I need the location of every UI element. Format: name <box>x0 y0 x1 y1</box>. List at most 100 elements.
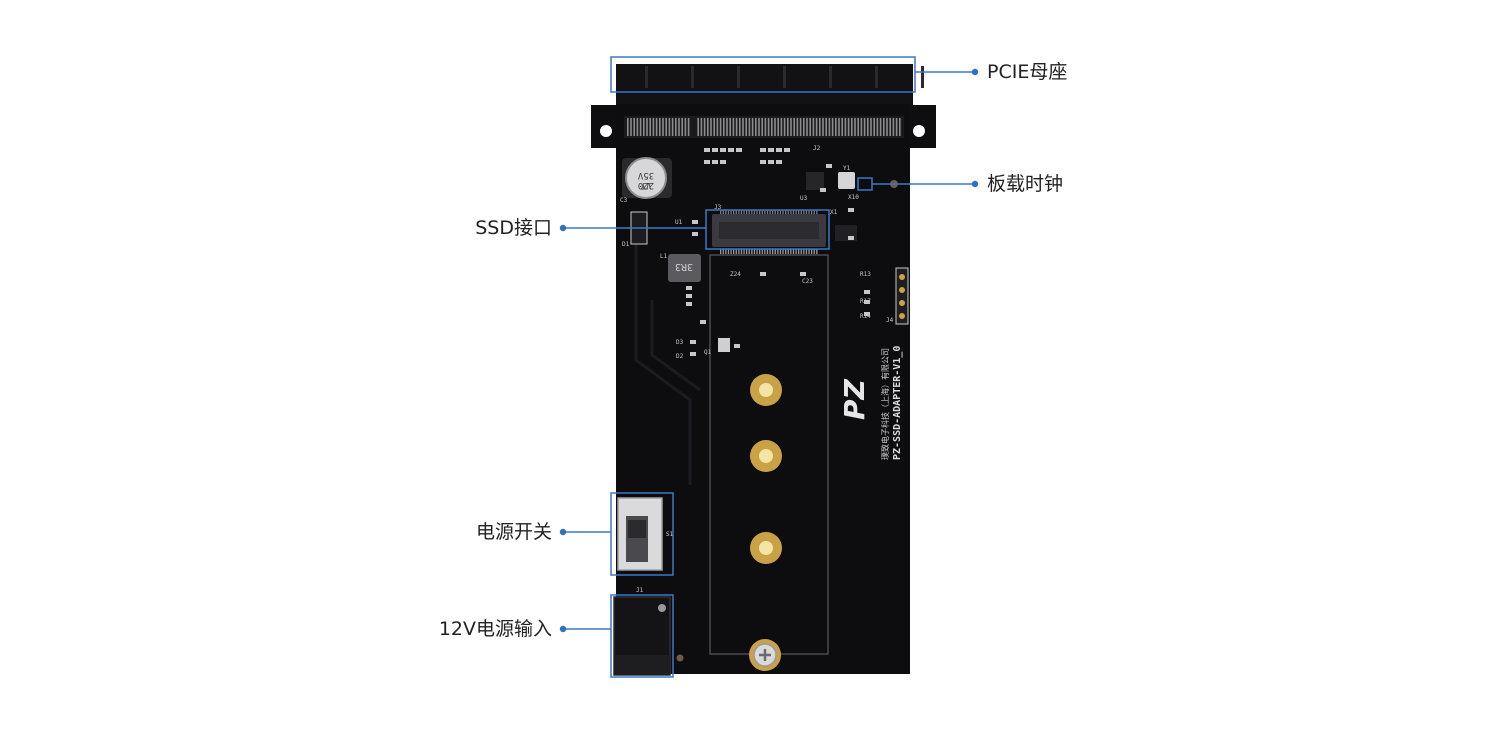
smd-component <box>686 286 692 290</box>
m2-pin <box>813 210 815 214</box>
smd-component <box>760 272 766 276</box>
pcie-pin <box>735 118 738 136</box>
smd-component <box>768 160 774 164</box>
smd-component <box>760 148 766 152</box>
refdes-r17: R17 <box>860 298 871 305</box>
m2-pin <box>720 249 722 254</box>
header-pin-3 <box>899 300 905 306</box>
pcie-pin <box>655 118 658 136</box>
pcie-pin <box>819 118 821 136</box>
m2-pin <box>738 210 740 214</box>
m2-pin <box>800 210 802 214</box>
m2-pin <box>740 210 743 214</box>
pcie-pin <box>780 118 783 136</box>
pcie-pin <box>857 118 859 136</box>
smd-component <box>686 302 692 306</box>
refdes-j2: J2 <box>813 145 821 152</box>
smd-component <box>704 148 710 152</box>
dc-jack-face <box>614 655 670 675</box>
m2-pin <box>808 210 810 214</box>
header-j4 <box>895 267 909 325</box>
m2-pin <box>753 249 756 254</box>
m2-pin <box>753 210 756 214</box>
pcie-rib <box>829 66 832 88</box>
pcie-pin <box>713 118 715 136</box>
gold-pad-hole <box>759 383 773 397</box>
m2-pin <box>769 249 771 254</box>
pcie-pin <box>870 118 872 136</box>
pcie-pin <box>883 118 885 136</box>
pcie-pin <box>646 118 648 136</box>
m2-pin <box>733 249 735 254</box>
pcie-pin <box>838 118 840 136</box>
smd-component <box>776 148 782 152</box>
pcie-rib <box>921 66 924 88</box>
pcie-rib <box>783 66 786 88</box>
pcie-pin <box>652 118 655 136</box>
gold-pad-hole <box>759 449 773 463</box>
m2-pin <box>720 210 722 214</box>
smd-component <box>734 344 740 348</box>
m2-pin <box>722 210 724 214</box>
m2-pin <box>756 249 758 254</box>
pcie-pin <box>678 118 680 136</box>
refdes-y1: Y1 <box>843 165 851 172</box>
m2-pin <box>792 210 795 214</box>
m2-pin <box>774 210 776 214</box>
m2-pin <box>746 210 748 214</box>
power-switch-lever <box>628 520 646 538</box>
clock-callout-dot <box>971 180 979 188</box>
refdes-l1: L1 <box>660 253 668 260</box>
pcie-pin <box>639 118 642 136</box>
refdes-s1: S1 <box>666 531 674 538</box>
pcie-pin <box>783 118 786 136</box>
refdes-u3: U3 <box>800 195 808 202</box>
smd-component <box>704 160 710 164</box>
header-pin-2 <box>899 287 905 293</box>
m2-pin <box>790 249 792 254</box>
smd-component <box>686 294 692 298</box>
m2-pin <box>759 249 761 254</box>
callout-dots <box>559 68 979 633</box>
pcie-pin <box>729 118 731 136</box>
pcie-pin <box>755 118 757 136</box>
pcie-pin <box>732 118 735 136</box>
refdes-x10: X10 <box>848 194 859 201</box>
pcie-pin <box>716 118 719 136</box>
refdes-x1: X1 <box>830 209 838 216</box>
m2-pin <box>816 210 818 214</box>
smd-component <box>700 320 706 324</box>
pcie-connector-housing <box>616 64 913 106</box>
inductor-value: 3R3 <box>675 261 693 272</box>
m2-pin <box>779 249 782 254</box>
callout-label-ssd: SSD接口 <box>475 217 552 239</box>
board-logo: PZ <box>838 378 871 420</box>
m2-pin <box>803 210 805 214</box>
pcie-pin <box>681 118 683 136</box>
pcie-pin <box>771 118 773 136</box>
pcie-pin <box>764 118 767 136</box>
m2-pin <box>779 210 782 214</box>
m2-pin <box>774 249 776 254</box>
m2-pin <box>805 210 808 214</box>
capacitor-value: 220 <box>638 180 654 190</box>
pcie-pin <box>745 118 747 136</box>
dc-jack-tab <box>658 604 666 612</box>
pcie-pin <box>793 118 795 136</box>
pcie-pin <box>828 118 831 136</box>
pcie-pin <box>649 118 651 136</box>
m2-pin <box>738 249 740 254</box>
board-trace-1 <box>634 240 692 485</box>
smd-component <box>864 290 870 294</box>
m2-pin <box>764 249 766 254</box>
pcie-pin <box>835 118 837 136</box>
power-highlight-box <box>610 594 674 678</box>
pcie-pin <box>643 118 645 136</box>
smd-component <box>848 236 854 240</box>
small-hole-2 <box>676 654 684 662</box>
pcie-rib <box>645 66 648 88</box>
m2-pin <box>725 249 727 254</box>
pcie-pin <box>703 118 706 136</box>
refdes-c23: C23 <box>802 278 813 285</box>
